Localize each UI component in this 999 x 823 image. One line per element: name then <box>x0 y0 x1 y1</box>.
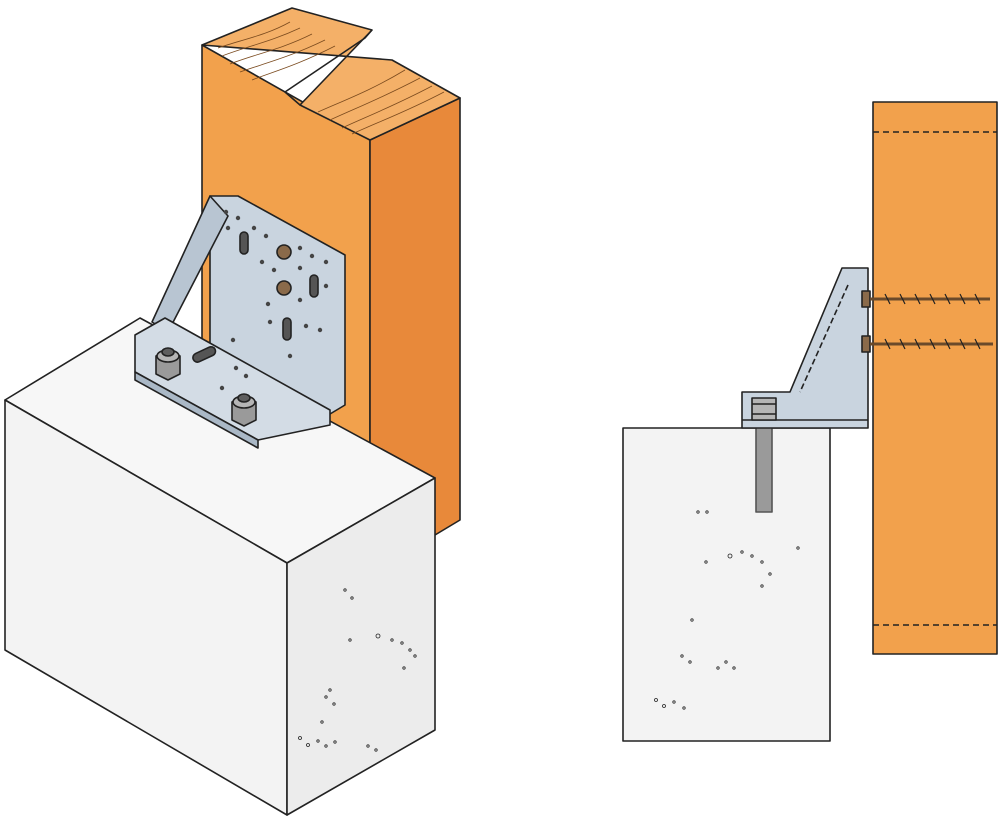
anchor-bolt <box>231 393 257 427</box>
concrete-block <box>4 317 436 816</box>
concrete-aggregate-speckles <box>298 588 417 752</box>
timber-post-face <box>872 101 998 655</box>
bracket-nail-holes <box>219 209 329 391</box>
side-section-view <box>622 101 998 742</box>
screw-head <box>276 280 292 296</box>
concrete-section-face <box>622 427 831 742</box>
bracket-gusset-line <box>799 284 849 393</box>
concrete-block-section <box>622 427 831 742</box>
timber-grain <box>217 21 445 135</box>
wood-screw <box>861 290 990 308</box>
anchor-bolt <box>155 347 181 381</box>
bracket-profile <box>741 267 869 429</box>
screw-head <box>276 244 292 260</box>
bracket-slot <box>282 317 292 341</box>
anchor-nut <box>751 397 777 421</box>
timber-check <box>284 29 373 106</box>
bracket-slot <box>239 231 249 255</box>
bracket-slot <box>192 345 217 363</box>
angle-bracket <box>134 195 346 449</box>
timber-post-elevation <box>872 101 998 655</box>
wood-screw <box>861 335 993 353</box>
concrete-side-face <box>286 477 436 816</box>
isometric-view <box>4 7 461 816</box>
bracket-slot <box>309 274 319 298</box>
bracket-horizontal-leg-edge <box>134 371 259 449</box>
concrete-section-speckles <box>654 510 800 710</box>
